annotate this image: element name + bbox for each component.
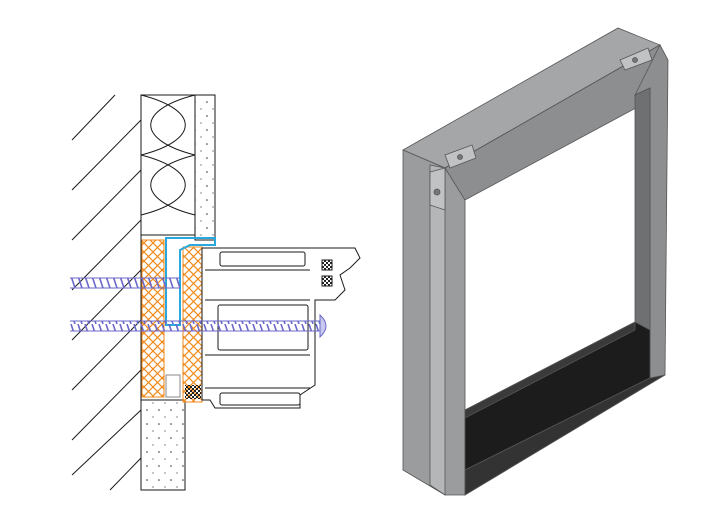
concrete-layer	[140, 399, 186, 491]
wall-hatching	[71, 94, 142, 491]
corner-bracket-icon	[429, 47, 653, 211]
section-detail	[70, 94, 361, 491]
frame-opening-inner-right	[634, 87, 651, 331]
window-profile	[201, 247, 361, 409]
frame-bottom-bar	[464, 374, 666, 496]
window-frame-3d	[402, 27, 669, 496]
frame-left-post-front	[429, 164, 446, 496]
foam-tape-outer	[141, 239, 165, 398]
spacer-block	[165, 374, 181, 398]
anchor-screw-upper	[70, 277, 180, 289]
insulation	[140, 94, 196, 236]
frame-screw-lower	[70, 313, 327, 339]
plaster-layer	[194, 94, 216, 241]
sill-front	[464, 321, 636, 419]
seal-block	[185, 385, 201, 399]
